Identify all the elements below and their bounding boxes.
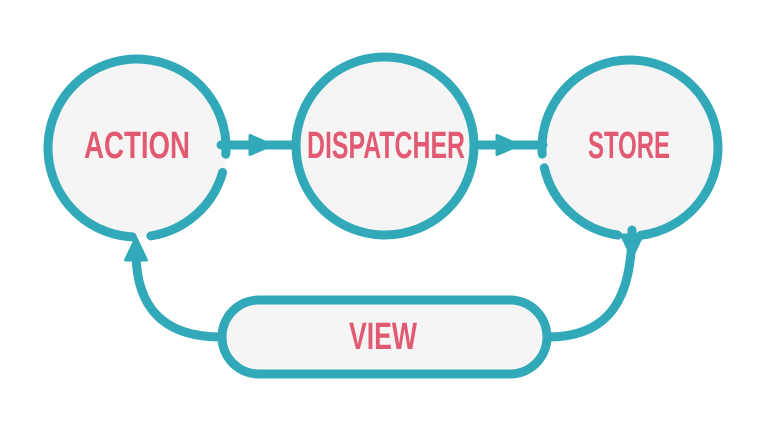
action-label: ACTION xyxy=(84,125,190,167)
arrow-down-icon xyxy=(620,233,644,259)
view-label: VIEW xyxy=(349,316,417,358)
node-action: ACTION xyxy=(43,54,231,242)
store-circle-arc-lower-left xyxy=(539,163,623,240)
dispatcher-label: DISPATCHER xyxy=(307,125,465,167)
connector-action-to-dispatcher xyxy=(216,134,301,156)
connector-view-to-action xyxy=(124,236,226,342)
arrow-right-icon xyxy=(248,134,274,156)
connector-dispatcher-to-store xyxy=(469,134,548,156)
node-store: STORE xyxy=(537,55,723,240)
arrow-right-icon xyxy=(495,134,521,156)
action-circle-fill xyxy=(48,59,226,237)
store-label: STORE xyxy=(588,125,670,167)
store-circle-fill xyxy=(542,60,718,236)
action-circle-arc-lower-right xyxy=(146,168,228,241)
connector-store-to-view xyxy=(543,225,644,342)
node-dispatcher: DISPATCHER xyxy=(291,52,479,240)
view-action-curve xyxy=(131,247,226,342)
node-view: VIEW xyxy=(217,295,552,379)
store-circle-arc-main xyxy=(537,55,723,240)
arrow-up-icon xyxy=(124,236,148,262)
store-view-curve xyxy=(543,225,637,342)
action-circle-arc-main xyxy=(43,54,231,242)
